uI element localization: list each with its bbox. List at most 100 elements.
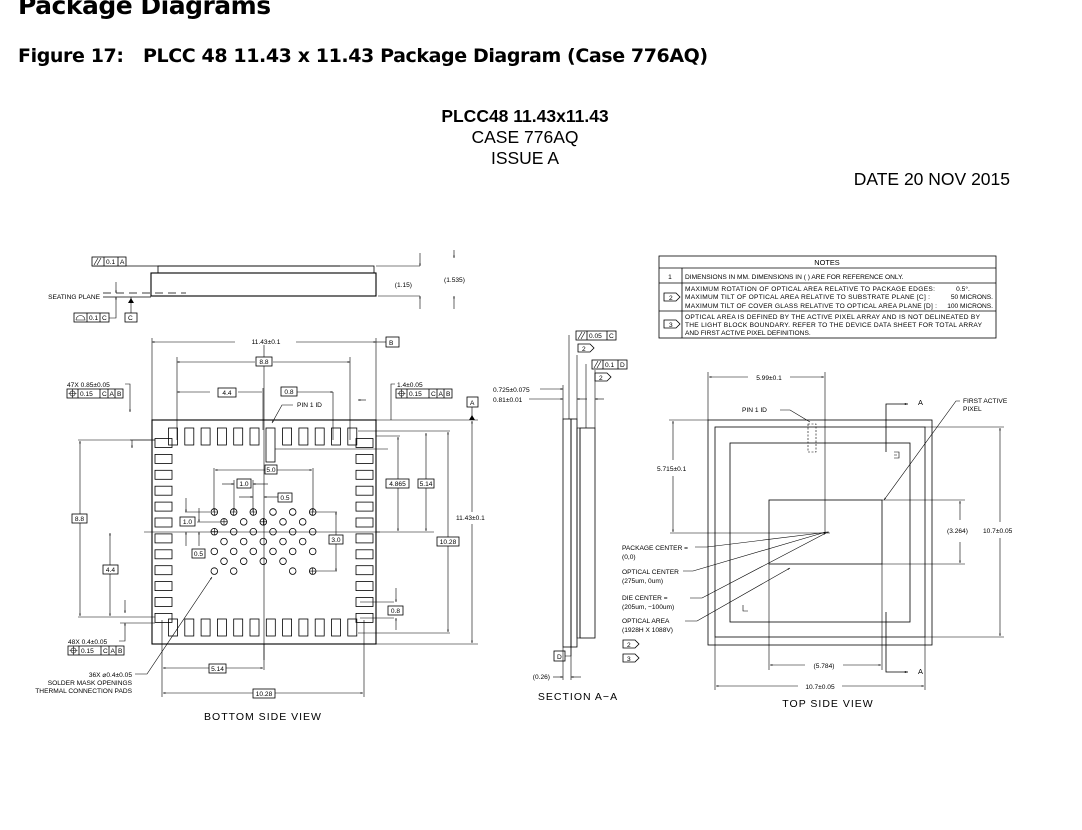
svg-text:B: B <box>117 391 122 398</box>
dim-5784: (5.784) <box>814 663 835 670</box>
pad <box>355 549 374 560</box>
dim-ball-half-pitch: 0.5 <box>280 495 289 502</box>
section-mark-top: A <box>918 398 923 407</box>
dim-3264: (3.264) <box>947 528 968 535</box>
pad <box>154 533 173 544</box>
pad <box>331 618 341 637</box>
dim-ball-pitch: 1.0 <box>239 481 248 488</box>
thermal-ball <box>249 528 257 536</box>
package-center-value: (0,0) <box>622 554 636 561</box>
pad <box>355 501 374 512</box>
optical-area <box>768 499 883 565</box>
svg-text:C: C <box>609 333 614 340</box>
thermal-ball <box>239 557 248 565</box>
dim-4865: 4.865 <box>389 481 406 488</box>
thermal-ball <box>269 547 277 556</box>
pad-width-note: 48X 0.4±0.05 <box>68 639 108 646</box>
parallel-symbol-icon <box>93 257 102 266</box>
top-pin1-id-label: PIN 1 ID <box>742 407 767 414</box>
bottom-view: 11.43±0.1 B 8.8 4.4 0.8 PIN 1 ID 47X 0.8… <box>35 336 485 723</box>
pin1-id-label: PIN 1 ID <box>297 402 322 409</box>
pad <box>154 438 173 448</box>
die-center-value: (205um, −100um) <box>622 604 674 611</box>
pad-array <box>154 427 374 637</box>
drawing-date: DATE 20 NOV 2015 <box>854 169 1010 189</box>
pad <box>298 618 309 637</box>
dim-w: 10.7±0.05 <box>805 684 835 691</box>
die-center-label: DIE CENTER = <box>622 595 668 602</box>
pad <box>355 438 374 448</box>
first-pixel-label-1: FIRST ACTIVE <box>963 398 1008 405</box>
dim-ball-span: 5.0 <box>266 467 275 474</box>
dim-pad-span-h: 8.8 <box>259 359 268 366</box>
thermal-ball <box>210 547 218 556</box>
pad <box>265 618 276 637</box>
pad-count-note: 47X 0.85±0.05 <box>67 382 110 389</box>
ball-note-2: SOLDER MASK OPENINGS <box>48 680 133 687</box>
ball-center-mark <box>211 528 218 535</box>
pad <box>347 427 358 446</box>
pad <box>233 618 244 637</box>
section-view: 0.05 C 2 0.1 D 2 0.725±0.075 0.81±0.01 D… <box>493 330 628 703</box>
dim-ball-row-pitch: 1.0 <box>183 519 192 526</box>
thermal-ball-array <box>210 508 317 575</box>
svg-text:C: C <box>102 391 107 398</box>
dim-h: 10.7±0.05 <box>983 528 1013 535</box>
svg-text:0.1: 0.1 <box>106 259 115 266</box>
profile-symbol-icon <box>75 315 86 321</box>
note-2-line-1: MAXIMUM ROTATION OF OPTICAL AREA RELATIV… <box>685 286 935 293</box>
section-title: Package Diagrams <box>18 0 271 20</box>
note-3-line-1: OPTICAL AREA IS DEFINED BY THE ACTIVE PI… <box>685 314 981 321</box>
dim-x: 5.99±0.1 <box>756 375 782 382</box>
section-view-caption: SECTION A−A <box>538 691 618 703</box>
pad <box>154 549 173 560</box>
svg-text:A: A <box>110 391 115 398</box>
pad <box>154 597 173 607</box>
note-1-marker: 1 <box>668 274 672 281</box>
pad <box>314 618 325 637</box>
thermal-ball <box>229 567 238 575</box>
dim-pad-half-v: 4.4 <box>106 567 115 574</box>
side-view: (1.15) (1.535) SEATING PLANE 0.1 A 0.1 C… <box>48 250 465 323</box>
note-2-flag <box>663 292 681 302</box>
top-view: 5.99±0.1 PIN 1 ID A FIRST ACTIVE PIXEL 5… <box>622 372 1013 710</box>
thermal-ball <box>289 547 297 556</box>
parallelism-frame-c: 0.05 C <box>575 330 617 341</box>
corner-marker <box>742 605 748 612</box>
dim-pad-half-h: 4.4 <box>222 390 231 397</box>
pad <box>200 618 211 637</box>
svg-text:0.15: 0.15 <box>409 391 422 398</box>
thermal-ball <box>279 557 287 565</box>
pad <box>282 427 293 446</box>
svg-text:D: D <box>620 362 625 369</box>
thermal-ball <box>229 547 238 556</box>
pad <box>314 427 325 446</box>
pad <box>249 618 260 637</box>
drawing-issue: ISSUE A <box>491 148 559 168</box>
optical-center-value: (275um, 0um) <box>622 578 663 585</box>
svg-text:A: A <box>111 648 116 655</box>
thermal-ball <box>289 528 297 536</box>
pin1-marker <box>807 423 817 453</box>
first-pixel-label-2: PIXEL <box>963 406 982 413</box>
pad <box>184 618 195 637</box>
drawing-title-block: PLCC48 11.43x11.43 CASE 776AQ ISSUE A DA… <box>441 106 1010 189</box>
drawing-title: PLCC48 11.43x11.43 <box>441 106 609 126</box>
pad <box>355 453 374 464</box>
profile-frame: 0.1 C <box>73 306 117 323</box>
svg-text:C: C <box>102 315 107 322</box>
section-note-2a: 2 <box>582 346 586 353</box>
svg-text:0.1: 0.1 <box>89 315 98 322</box>
dim-514-horizontal: 5.14 <box>211 666 224 673</box>
position-frame-top-right: 0.15 C A B <box>395 388 453 399</box>
thermal-ball <box>299 537 307 546</box>
pad <box>200 427 211 446</box>
thermal-ball <box>259 537 267 546</box>
datum-a: A <box>470 400 475 407</box>
thermal-ball <box>299 518 307 526</box>
note-1-text: DIMENSIONS IN MM. DIMENSIONS IN ( ) ARE … <box>685 274 904 281</box>
pad <box>154 581 173 591</box>
pad <box>154 453 173 464</box>
pad <box>168 427 178 446</box>
note-2-value-2: 50 MICRONS. <box>951 294 993 301</box>
